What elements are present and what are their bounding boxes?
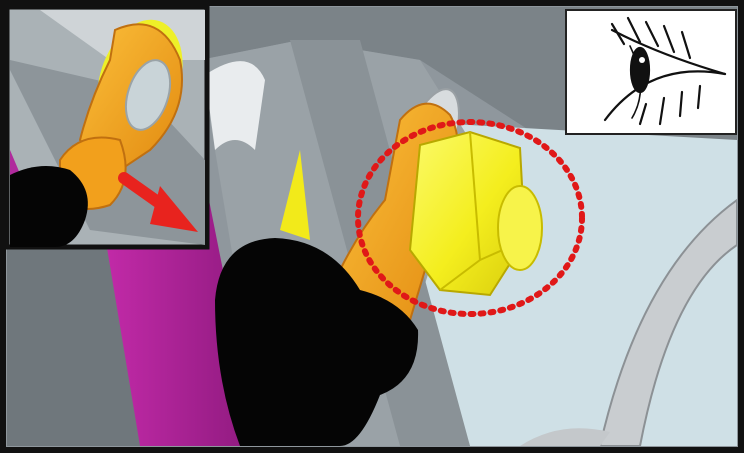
white-bracket [205,61,265,150]
inset-cable [10,166,88,247]
inset-view [7,7,207,247]
stud-end [498,186,542,270]
eye-icon-panel [566,10,736,134]
